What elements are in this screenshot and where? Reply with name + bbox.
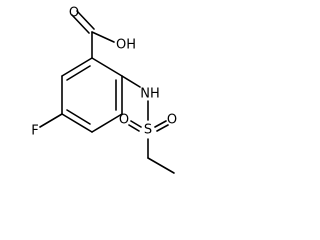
carbonyl-double-bond-a <box>71 14 90 34</box>
ring-bond-top-right <box>91 57 123 77</box>
sulfur-label: S <box>144 123 152 138</box>
sulfur-oxygen-left-bond-b <box>128 124 140 132</box>
sulfur-oxygen-left-bond-a <box>130 120 142 128</box>
ring-bond-bottom-right <box>91 113 123 133</box>
sulfonyl-oxygen-right-label: O <box>167 113 177 128</box>
carboxyl-hydroxyl-bond <box>91 31 115 43</box>
carbonyl-double-bond-b <box>76 10 95 30</box>
ring-to-fluorine-bond <box>39 113 63 128</box>
ring-bond-top-left <box>61 57 93 77</box>
ring-to-nitrogen-bond <box>121 75 141 88</box>
fluorine-label: F <box>31 124 38 139</box>
benzene-ring <box>61 57 123 133</box>
ethyl-bond <box>147 157 175 174</box>
ring-bond-bottom-left <box>61 113 93 133</box>
sulfonamide-group <box>121 75 175 174</box>
ring-bond-bottom-left-inner <box>66 109 91 125</box>
chemical-structure: O OH NH S O O F <box>31 6 177 174</box>
amine-label: NH <box>140 87 160 102</box>
sulfonyl-oxygen-left-label: O <box>119 113 129 128</box>
carboxylic-acid-group <box>71 10 115 59</box>
hydroxyl-label: OH <box>116 38 136 53</box>
carbonyl-oxygen-label: O <box>69 6 79 21</box>
sulfur-oxygen-right-bond-b <box>156 124 169 132</box>
ring-bond-top-left-inner <box>66 65 91 81</box>
sulfur-oxygen-right-bond-a <box>154 120 167 128</box>
